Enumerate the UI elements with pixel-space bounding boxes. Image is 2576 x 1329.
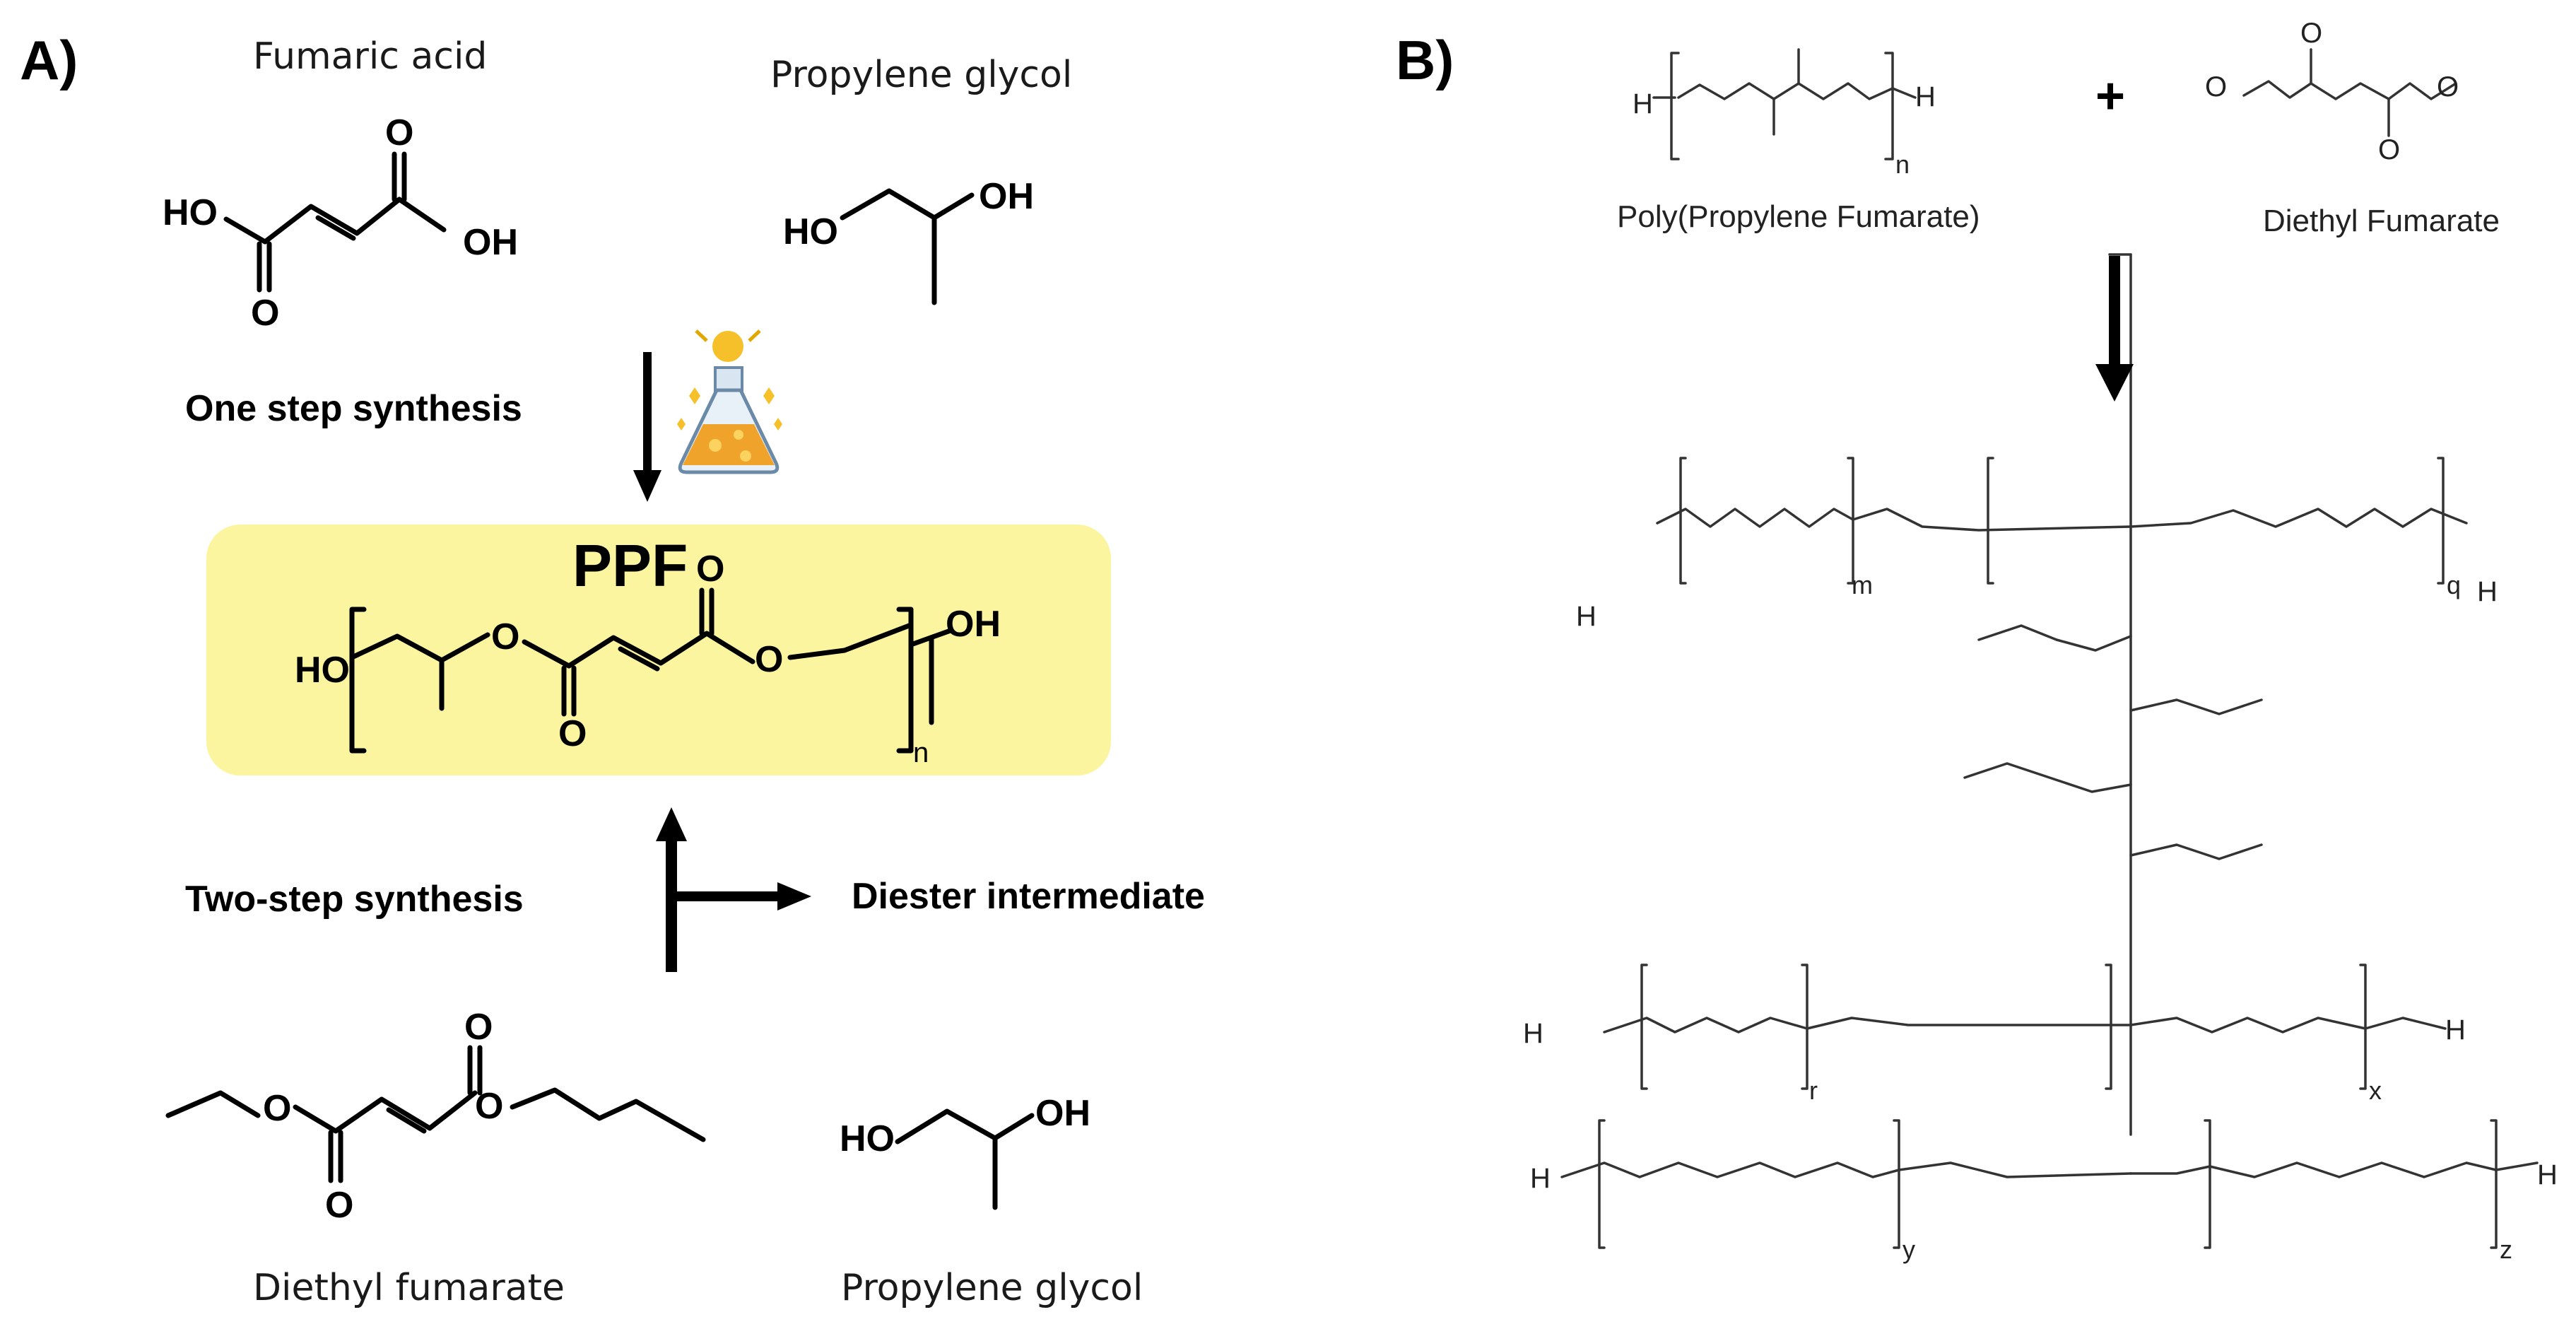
ppf-o-label-3: O — [696, 549, 724, 590]
fumaric-ho-label: HO — [163, 192, 218, 233]
ppf-n-subscript: n — [913, 737, 929, 768]
diethyl-o-label-4: O — [475, 1086, 503, 1127]
two-step-synthesis-label: Two-step synthesis — [185, 879, 524, 920]
branch-row-3 — [1560, 1119, 2539, 1249]
one-step-arrow — [633, 352, 661, 502]
b-ethyl-o-label-2: O — [2300, 18, 2322, 49]
glycol-ho-label-top: HO — [783, 211, 838, 252]
ppf-oh-label: OH — [946, 604, 1001, 645]
propylene-glycol-caption-bottom: Propylene glycol — [841, 1267, 1143, 1309]
branch-row-1 — [1656, 457, 2468, 585]
panel-b-reaction-arrow — [2095, 256, 2134, 402]
glycol-ho-label-bottom: HO — [840, 1118, 895, 1159]
ppf-o-label-1: O — [491, 616, 519, 657]
propylene-glycol-structure-top — [840, 188, 975, 305]
plus-sign: + — [2095, 68, 2126, 124]
polymer-caption: Poly(Propylene Fumarate) — [1617, 199, 1980, 234]
ppf-o-label-2: O — [558, 713, 587, 754]
glycol-oh-label-top: OH — [979, 176, 1034, 217]
b-subscript-m: m — [1852, 570, 1873, 599]
b-h-label-row1-right: H — [2477, 576, 2498, 607]
b-subscript-z: z — [2500, 1235, 2512, 1264]
b-h-label-row2-right: H — [2445, 1014, 2466, 1046]
diethyl-fumarate-caption-b: Diethyl Fumarate — [2263, 204, 2500, 238]
branch-row-2 — [1603, 964, 2447, 1090]
ppf-top-structure — [1652, 48, 1917, 160]
diethyl-o-label-1: O — [263, 1088, 291, 1129]
b-ethyl-o-label-4: O — [2437, 71, 2459, 103]
b-h-label-row3-right: H — [2537, 1159, 2558, 1190]
diethyl-fumarate-structure — [165, 1045, 706, 1183]
ppf-ho-label: HO — [295, 650, 350, 691]
diethyl-o-label-2: O — [325, 1185, 353, 1226]
two-step-arrow — [656, 807, 811, 972]
ppf-structure — [349, 587, 953, 754]
panel-a-label: A) — [20, 29, 78, 91]
b-ppf-h-label-1: H — [1633, 88, 1653, 119]
fumaric-acid-structure — [223, 151, 447, 293]
ppf-title: PPF — [572, 532, 688, 599]
diethyl-o-label-3: O — [464, 1007, 493, 1048]
b-subscript-y: y — [1902, 1235, 1915, 1264]
fumaric-o-label-1: O — [251, 293, 279, 334]
b-ethyl-o-label-3: O — [2378, 134, 2400, 165]
diethyl-fumarate-caption: Diethyl fumarate — [253, 1267, 565, 1309]
ppf-o-label-4: O — [755, 639, 783, 680]
ester-stack — [1963, 624, 2263, 860]
b-h-label-row1-left: H — [1576, 601, 1596, 632]
glycol-oh-label-bottom: OH — [1035, 1093, 1090, 1134]
b-subscript-n: n — [1895, 150, 1910, 179]
ppf-highlight-box — [206, 525, 1111, 775]
b-subscript-x: x — [2369, 1076, 2382, 1105]
fumaric-acid-caption: Fumaric acid — [253, 35, 488, 78]
diethyl-fumarate-top-structure — [2242, 48, 2457, 137]
b-subscript-q: q — [2447, 570, 2461, 599]
b-ppf-h-label-2: H — [1915, 81, 1936, 112]
b-h-label-row3-left: H — [1530, 1163, 1551, 1194]
panel-b-schemes: O O O O H H H H H H H H n m q r x y z — [1523, 18, 2558, 1264]
fumaric-o-label-2: O — [385, 112, 413, 153]
one-step-synthesis-label: One step synthesis — [185, 388, 522, 429]
propylene-glycol-caption-top: Propylene glycol — [770, 54, 1073, 96]
fumaric-oh-label: OH — [463, 222, 518, 263]
b-ethyl-o-label-1: O — [2205, 71, 2227, 103]
chemistry-flask-icon — [677, 329, 782, 474]
propylene-glycol-structure-bottom — [895, 1108, 1035, 1210]
b-h-label-row2-left: H — [1523, 1018, 1543, 1049]
b-subscript-r: r — [1809, 1076, 1818, 1105]
diester-intermediate-label: Diester intermediate — [852, 876, 1205, 917]
panel-a-schemes: HO OH O O HO OH HO O O O O OH O O O O HO… — [163, 112, 1090, 1226]
panel-b-label: B) — [1396, 29, 1454, 91]
